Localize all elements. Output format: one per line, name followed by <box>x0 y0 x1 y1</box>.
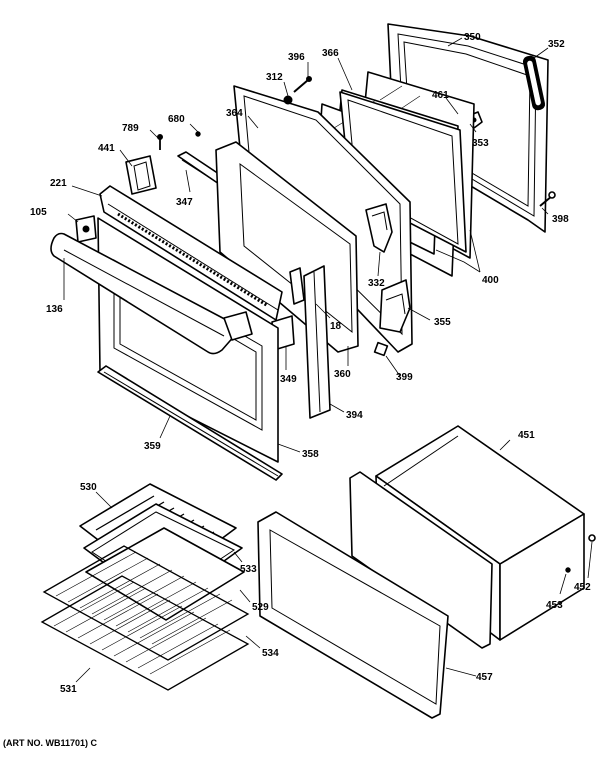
screw-398 <box>539 191 556 207</box>
label-531: 531 <box>60 684 77 695</box>
label-451: 451 <box>518 430 535 441</box>
oven-rack-531 <box>40 575 250 691</box>
label-533: 533 <box>240 564 257 575</box>
label-441: 441 <box>98 143 115 154</box>
door-gasket-352 <box>522 55 546 111</box>
side-trim-394 <box>303 265 331 419</box>
label-400: 400 <box>482 275 499 286</box>
label-347: 347 <box>176 197 193 208</box>
bracket-441 <box>125 155 157 195</box>
fastener-452 <box>588 534 596 542</box>
label-366: 366 <box>322 48 339 59</box>
label-350: 350 <box>464 32 481 43</box>
label-680: 680 <box>168 114 185 125</box>
screw-312 <box>283 95 293 105</box>
label-453: 453 <box>546 600 563 611</box>
latch-bracket-332 <box>365 203 393 253</box>
bottom-trim-359 <box>97 365 283 481</box>
label-360: 360 <box>334 369 351 380</box>
label-359: 359 <box>144 441 161 452</box>
screw-680 <box>195 131 201 137</box>
art-number-note: (ART NO. WB11701) C <box>3 738 98 748</box>
label-529: 529 <box>252 602 269 613</box>
label-312: 312 <box>266 72 283 83</box>
drawer-side-panel <box>349 471 493 649</box>
door-handle-136 <box>50 232 253 355</box>
label-396: 396 <box>288 52 305 63</box>
fastener-453 <box>565 567 571 573</box>
pin-18 <box>289 267 305 305</box>
label-221: 221 <box>50 178 67 189</box>
label-352: 352 <box>548 39 565 50</box>
label-332: 332 <box>368 278 385 289</box>
screw-396 <box>293 76 312 93</box>
label-789: 789 <box>122 123 139 134</box>
label-364: 364 <box>226 108 243 119</box>
label-452: 452 <box>574 582 591 593</box>
label-398: 398 <box>552 214 569 225</box>
label-534: 534 <box>262 648 279 659</box>
label-18: 18 <box>330 321 342 332</box>
control-panel-221 <box>99 185 283 321</box>
label-349: 349 <box>280 374 297 385</box>
oven-rack-534 <box>42 545 250 661</box>
label-461: 461 <box>432 90 449 101</box>
label-355: 355 <box>434 317 451 328</box>
clip-399 <box>373 341 389 357</box>
label-399: 399 <box>396 372 413 383</box>
label-394: 394 <box>346 410 363 421</box>
leader-lines <box>63 37 593 683</box>
label-530: 530 <box>80 482 97 493</box>
hinge-assembly-355 <box>379 279 411 333</box>
label-136: 136 <box>46 304 63 315</box>
drawer-front-457 <box>257 511 449 719</box>
label-105: 105 <box>30 207 47 218</box>
clip-105 <box>75 215 97 243</box>
label-457: 457 <box>476 672 493 683</box>
screw-789 <box>157 134 163 150</box>
label-353: 353 <box>472 138 489 149</box>
label-358: 358 <box>302 449 319 460</box>
